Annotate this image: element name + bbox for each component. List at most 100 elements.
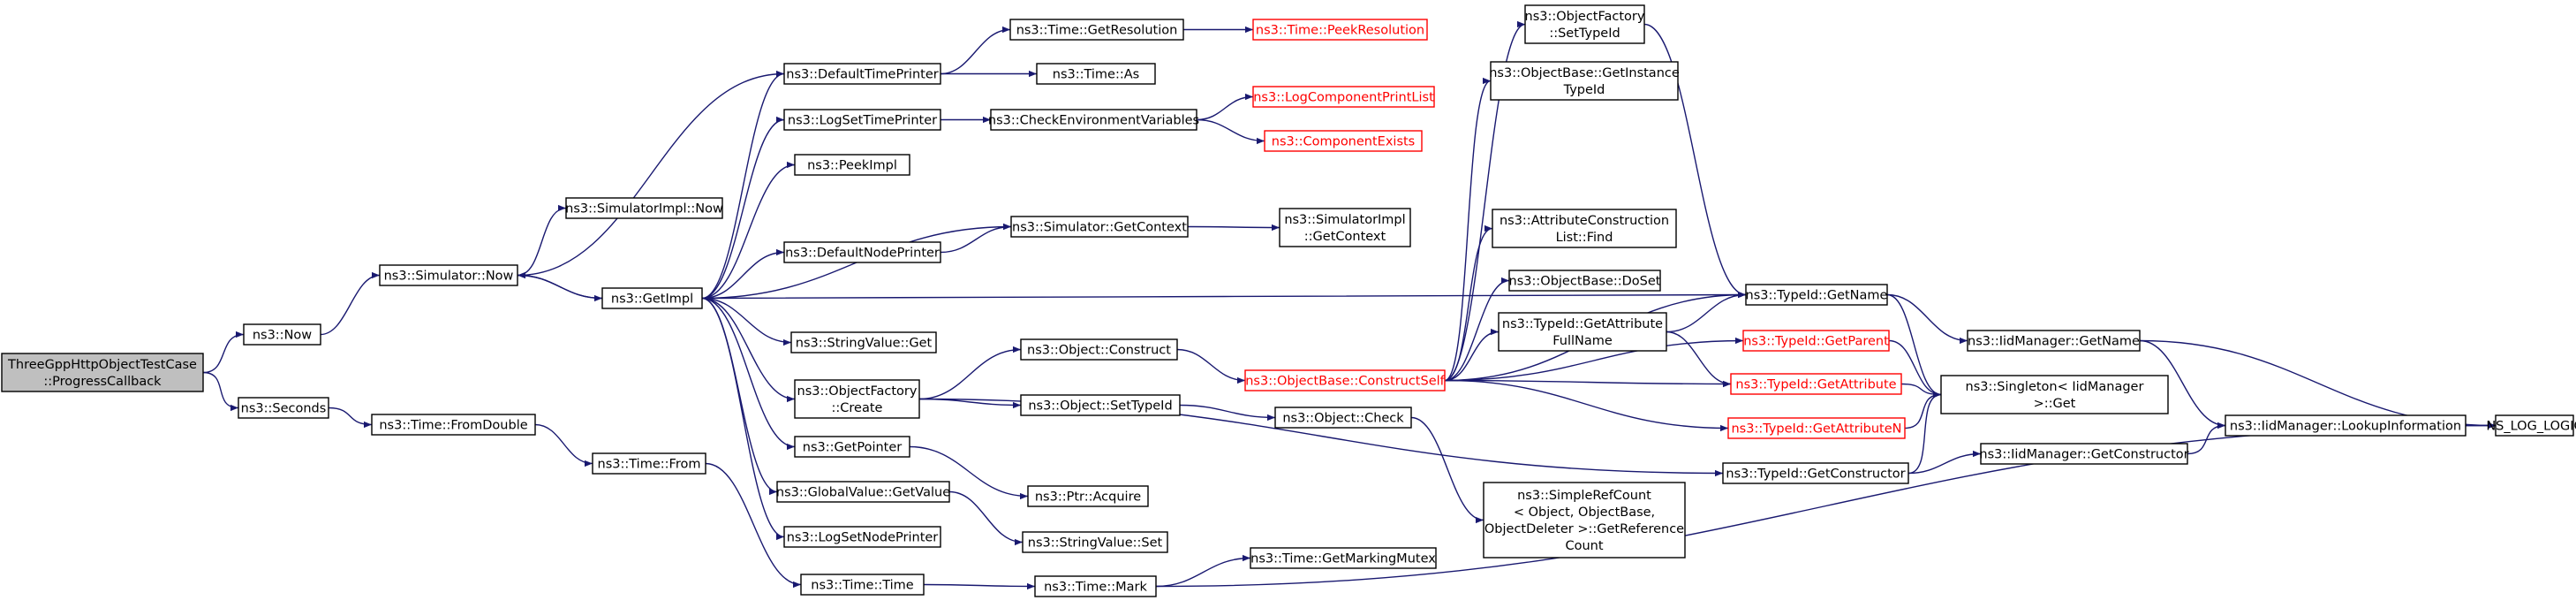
node-box [2495,414,2574,437]
node-timegetresolution[interactable]: ns3::Time::GetResolution [1009,19,1184,41]
node-defaulttimeprinter[interactable]: ns3::DefaultTimePrinter [783,63,941,85]
node-typeidgetattributen[interactable]: ns3::TypeId::GetAttributeN [1727,417,1906,439]
call-edge [202,331,245,374]
node-simnow[interactable]: ns3::Simulator::Now [379,264,518,286]
node-stringvalueset[interactable]: ns3::StringValue::Set [1022,531,1168,553]
node-timeas[interactable]: ns3::Time::As [1036,63,1156,85]
edge-getimpl-to-logsetnodeprinter [701,297,785,541]
call-edge [1904,391,1942,429]
node-label: ns3::TypeId::GetName [1746,289,1888,303]
node-label: ns3::Object::SetTypeId [1028,399,1172,414]
node-objectfactorycreate[interactable]: ns3::ObjectFactory::Create [794,379,920,419]
node-componentexists[interactable]: ns3::ComponentExists [1264,130,1423,152]
node-objectcheck[interactable]: ns3::Object::Check [1274,407,1412,429]
node-objectbasedoset[interactable]: ns3::ObjectBase::DoSet [1508,270,1661,292]
edge-typeidgetconstructor-to-singletonget [1907,391,1942,475]
node-objectsettypeid[interactable]: ns3::Object::SetTypeId [1020,394,1181,416]
node-timefromdouble[interactable]: ns3::Time::FromDouble [371,414,536,436]
call-edge [2187,422,2226,455]
node-label: ns3::Singleton< IidManager [1966,380,2144,394]
node-label: ns3::Time::GetMarkingMutex [1250,552,1436,566]
node-label: ns3::Time::Mark [1044,581,1147,595]
node-label: ns3::Ptr::Acquire [1035,490,1141,505]
node-iidmanagergetconstructor[interactable]: ns3::IidManager::GetConstructor [1979,443,2189,465]
node-label: ns3::IidManager::GetName [1968,335,2140,349]
node-box [1010,216,1189,238]
edge-getimpl-to-peekimpl [701,161,796,300]
node-typeidgetparent[interactable]: ns3::TypeId::GetParent [1742,330,1890,352]
call-edge [1444,328,1500,382]
node-box [1252,86,1435,108]
call-edge [701,297,796,403]
node-label: < Object, ObjectBase, [1514,505,1655,520]
node-label: ns3::LogComponentPrintList [1253,91,1434,105]
node-simimplnow[interactable]: ns3::SimulatorImpl::Now [565,197,723,219]
node-label: ns3::ObjectBase::GetInstance [1489,66,1680,80]
node-timemark[interactable]: ns3::Time::Mark [1034,575,1157,597]
node-peekimpl[interactable]: ns3::PeekImpl [794,154,910,176]
node-box [790,331,937,353]
node-simimplgetcontext[interactable]: ns3::SimulatorImpl::GetContext [1279,208,1411,247]
node-singletonget[interactable]: ns3::Singleton< IidManager >::Get [1940,375,2169,414]
call-edge [517,72,785,279]
node-logcompprintlist[interactable]: ns3::LogComponentPrintList [1252,86,1435,108]
node-label: ns3::AttributeConstruction [1500,214,1669,228]
node-simplerefcount[interactable]: ns3::SimpleRefCount< Object, ObjectBase,… [1483,482,1686,559]
node-checkenv[interactable]: ns3::CheckEnvironmentVariables [988,109,1199,131]
edge-iidmanagergetname-to-iidmanagerlookupinfo [2139,339,2226,429]
node-box [1244,369,1446,391]
node-label: >::Get [2034,397,2076,411]
node-timetime[interactable]: ns3::Time::Time [800,574,925,596]
call-edge [701,297,792,346]
node-box [1036,63,1156,85]
edge-getpointer-to-ptracquire [909,445,1029,500]
edge-objectbaseconstructself-to-objectbasedoset [1444,277,1510,382]
node-box [1722,462,1909,484]
node-box [2225,414,2466,437]
edge-simnow-to-simimplnow [517,204,567,277]
node-getimpl[interactable]: ns3::GetImpl [601,287,703,309]
edge-root-to-seconds [202,371,239,412]
node-objectbaseconstructself[interactable]: ns3::ObjectBase::ConstructSelf [1244,369,1446,391]
node-defaultnodeprinter[interactable]: ns3::DefaultNodePrinter [783,241,941,263]
call-edge [2139,339,2226,429]
call-edge [1907,450,1982,475]
node-getpointer[interactable]: ns3::GetPointer [794,436,910,458]
node-timegetmarkingmutex[interactable]: ns3::Time::GetMarkingMutex [1250,547,1437,569]
edge-typeidgetname-to-iidmanagergetname [1886,293,1968,345]
node-label: ns3::Time::FromDouble [379,419,527,433]
node-box [1020,338,1178,361]
edge-simgetcontext-to-simimplgetcontext [1187,224,1280,232]
edge-objectsettypeid-to-objectcheck [1179,404,1276,422]
call-edge [701,248,785,300]
node-label: ns3::DefaultNodePrinter [785,247,940,261]
node-logsettimeprinter[interactable]: ns3::LogSetTimePrinter [783,109,941,131]
node-label: NS_LOG_LOGIC [2486,420,2576,434]
node-logsetnodeprinter[interactable]: ns3::LogSetNodePrinter [783,526,941,548]
node-box [783,526,941,548]
node-box [1034,575,1157,597]
node-label: List::Find [1556,231,1613,245]
edge-objectbaseconstructself-to-typeidgetattribute [1444,379,1732,388]
node-iidmanagerlookupinfo[interactable]: ns3::IidManager::LookupInformation [2225,414,2466,437]
node-now[interactable]: ns3::Now [243,323,321,346]
node-objfactorysettypeid[interactable]: ns3::ObjectFactory::SetTypeId [1524,4,1645,44]
node-seconds[interactable]: ns3::Seconds [238,397,329,419]
node-stringvalueget[interactable]: ns3::StringValue::Get [790,331,937,353]
node-objectconstruct[interactable]: ns3::Object::Construct [1020,338,1178,361]
node-nsloglogic[interactable]: NS_LOG_LOGIC [2486,414,2576,437]
node-iidmanagergetname[interactable]: ns3::IidManager::GetName [1967,330,2141,352]
edge-defaulttimeprinter-to-timegetresolution [940,26,1011,75]
node-globalvaluegetvalue[interactable]: ns3::GlobalValue::GetValue [776,481,950,503]
node-timefrom[interactable]: ns3::Time::From [592,452,706,475]
node-ptracquire[interactable]: ns3::Ptr::Acquire [1027,485,1149,507]
node-typeidgetconstructor[interactable]: ns3::TypeId::GetConstructor [1722,462,1909,484]
call-edge [1444,78,1492,382]
node-typeidgetattribute[interactable]: ns3::TypeId::GetAttribute [1730,373,1902,395]
node-simgetcontext[interactable]: ns3::Simulator::GetContext [1010,216,1189,238]
node-typeidgetname[interactable]: ns3::TypeId::GetName [1745,284,1888,306]
node-timepeekresolution[interactable]: ns3::Time::PeekResolution [1252,19,1428,41]
